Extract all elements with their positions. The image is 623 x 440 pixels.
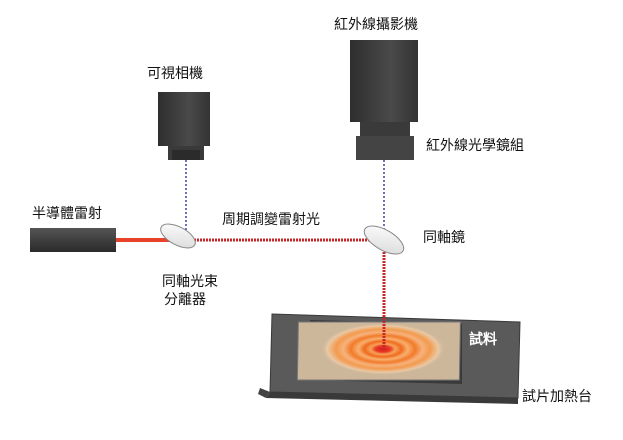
ir-optics: [360, 122, 410, 136]
ir-camera: [350, 40, 418, 160]
coaxial-mirror: [363, 225, 405, 255]
label-sample: 試料: [469, 332, 497, 348]
visible-camera: [158, 92, 210, 160]
label-heater: 試片加熱台: [522, 389, 592, 405]
diode-laser: [30, 228, 116, 252]
label-modulated-laser: 周期調變雷射光: [222, 212, 320, 228]
label-visible-camera: 可視相機: [147, 66, 203, 82]
coaxial-beam-splitter: [160, 223, 196, 249]
label-ir-optics: 紅外線光學鏡組: [426, 138, 524, 154]
label-splitter-line2: 分離器: [164, 292, 206, 308]
label-ir-camera: 紅外線攝影機: [334, 17, 418, 33]
label-splitter-line1: 同軸光束: [162, 274, 218, 290]
label-diode-laser: 半導體雷射: [32, 206, 102, 222]
sample-plate: [296, 320, 462, 384]
label-coaxial-mirror: 同軸鏡: [423, 230, 465, 246]
hotspot: [321, 323, 445, 375]
